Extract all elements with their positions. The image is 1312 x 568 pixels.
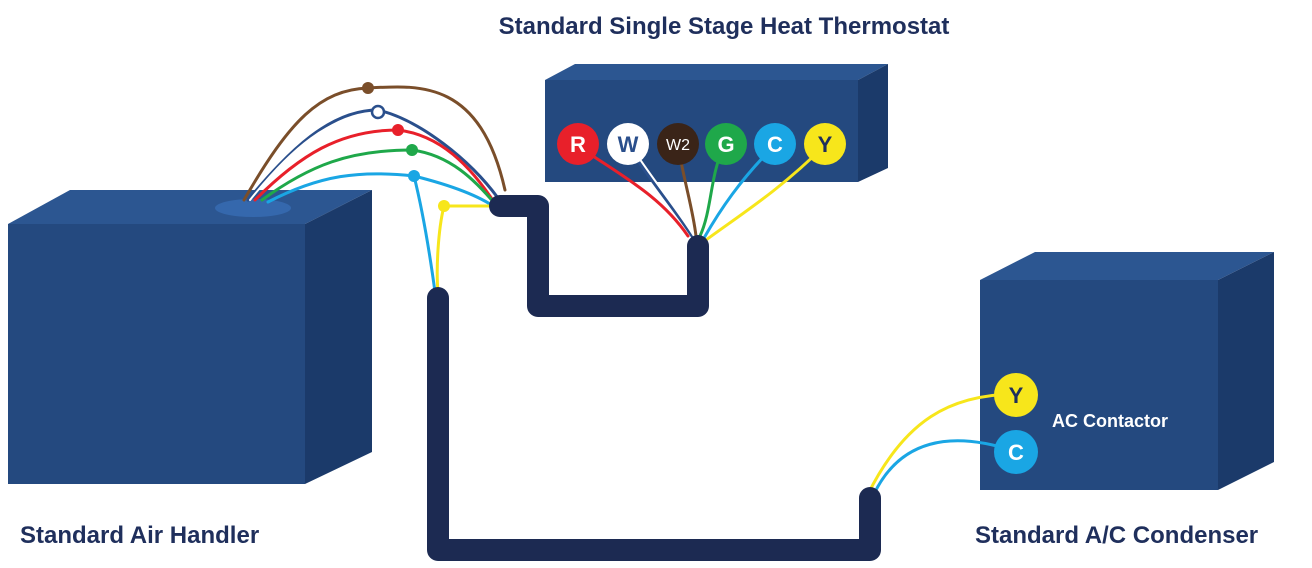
svg-text:C: C [767,132,783,157]
terminal-y: Y [804,123,846,165]
air-handler-label: Standard Air Handler [20,522,259,549]
splice-red [392,124,404,136]
conduit-condenser [427,287,881,561]
conduit-thermostat [489,195,709,317]
terminal-w: W [607,123,649,165]
splice-yellow [438,200,450,212]
splice-green [406,144,418,156]
ac-contactor-label: AC Contactor [1052,411,1168,431]
condenser-wires [866,392,1016,496]
svg-text:Y: Y [1009,383,1024,408]
condenser-label: Standard A/C Condenser [975,522,1258,549]
splice-blue [408,170,420,182]
svg-text:R: R [570,132,586,157]
contactor-terminal-y: Y [994,373,1038,417]
thermostat-title: Standard Single Stage Heat Thermostat [499,13,950,40]
splice-white [370,104,386,120]
wire-brown [242,85,507,202]
terminal-w2: W2 [657,123,699,165]
thermostat-terminals: R W W2 G C Y [557,123,846,165]
wire-blue-down [412,174,437,294]
wire-yellow-down [435,204,446,294]
svg-text:G: G [717,132,734,157]
contactor-terminals: Y C [994,373,1038,474]
terminal-r: R [557,123,599,165]
wire-y [704,144,826,242]
wire-entry-port [215,199,291,217]
wire-y-condenser [866,392,1016,496]
svg-text:W: W [618,132,639,157]
splice-brown [362,82,374,94]
svg-text:C: C [1008,440,1024,465]
terminal-g: G [705,123,747,165]
wire-c-condenser [872,439,1016,496]
conduits [427,195,881,561]
wire-blue [266,172,498,210]
terminal-c: C [754,123,796,165]
wire-white-outer [246,108,500,202]
svg-text:W2: W2 [666,137,690,154]
contactor-terminal-c: C [994,430,1038,474]
air-handler-box [8,190,372,484]
svg-text:Y: Y [818,132,833,157]
